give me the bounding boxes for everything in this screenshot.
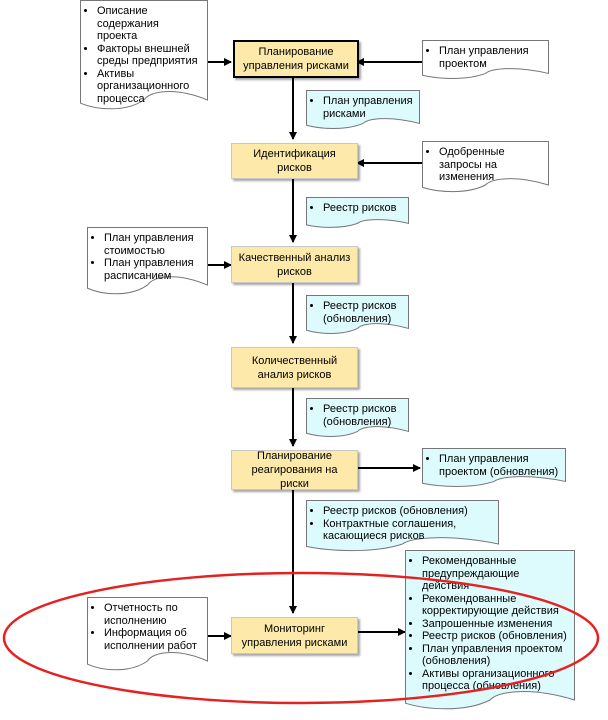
document-item: План управления стоимостью	[104, 232, 202, 257]
document-shape	[306, 197, 409, 228]
process-plan-risk-management: Планирование управления рисками	[233, 40, 359, 78]
doc-plan-inputs-left: Описание содержания проектаФакторы внешн…	[80, 0, 208, 110]
process-identify-risks: Идентификация рисков	[231, 143, 358, 179]
doc-monitor-outputs-right: Рекомендованные предупреждающие действия…	[405, 550, 575, 710]
document-item: Отчетность по исполнению	[104, 602, 202, 627]
document-item: Одобренные запросы на изменения	[439, 146, 543, 184]
document-item: Факторы внешней среды предприятия	[97, 43, 202, 68]
doc-qualitative-inputs-left: План управления стоимостьюПлан управлени…	[87, 227, 208, 295]
document-item: Рекомендованные корректирующие действия	[422, 593, 569, 618]
document-item: Активы организационного процесса	[97, 68, 202, 106]
doc-identify-input-right: Одобренные запросы на изменения	[422, 141, 549, 193]
doc-response-output: Реестр рисков (обновления)Контрактные со…	[306, 500, 499, 552]
document-shape	[422, 40, 549, 79]
document-item: Реестр рисков	[323, 202, 403, 215]
doc-monitor-inputs-left: Отчетность по исполнениюИнформация об ис…	[87, 597, 208, 671]
process-quantitative-analysis: Количественный анализ рисков	[231, 347, 358, 388]
document-item-list: План управления стоимостьюПлан управлени…	[87, 227, 208, 282]
document-shape	[306, 90, 420, 129]
document-item: Описание содержания проекта	[97, 5, 202, 43]
document-shape	[306, 398, 409, 437]
document-item: Контрактные соглашения, касающиеся риско…	[323, 518, 493, 543]
document-shape	[422, 141, 549, 193]
doc-plan-output: План управления рисками	[306, 90, 420, 129]
doc-identify-output: Реестр рисков	[306, 197, 409, 228]
document-item: Реестр рисков (обновления)	[422, 630, 569, 643]
process-response-planning: Планирование реагирования на риски	[231, 450, 358, 490]
document-item: Активы организационного процесса (обновл…	[422, 668, 569, 693]
document-item-list: Одобренные запросы на изменения	[422, 141, 549, 184]
document-shape	[422, 448, 566, 487]
document-item: План управления расписанием	[104, 257, 202, 282]
doc-quantitative-output: Реестр рисков (обновления)	[306, 398, 409, 437]
document-shape	[306, 295, 409, 334]
document-item: Запрошенные изменения	[422, 618, 569, 631]
document-item: План управления проектом (обновления)	[422, 643, 569, 668]
document-item-list: План управления проектом	[422, 40, 549, 70]
document-item-list: Реестр рисков (обновления)	[306, 398, 409, 428]
document-item-list: Реестр рисков (обновления)Контрактные со…	[306, 500, 499, 543]
document-item-list: Рекомендованные предупреждающие действия…	[405, 550, 575, 693]
document-item: План управления проектом (обновления)	[439, 453, 560, 478]
document-shape	[306, 500, 499, 552]
document-item: Рекомендованные предупреждающие действия	[422, 555, 569, 593]
doc-response-output-right: План управления проектом (обновления)	[422, 448, 566, 487]
document-item-list: План управления рисками	[306, 90, 420, 120]
process-qualitative-analysis: Качественный анализ рисков	[231, 246, 358, 283]
document-item: Реестр рисков (обновления)	[323, 300, 403, 325]
document-item-list: План управления проектом (обновления)	[422, 448, 566, 478]
document-item-list: Отчетность по исполнениюИнформация об ис…	[87, 597, 208, 652]
document-item: Реестр рисков (обновления)	[323, 403, 403, 428]
document-item-list: Реестр рисков	[306, 197, 409, 215]
process-monitor-risks: Мониторинг управления рисками	[231, 617, 358, 654]
document-item-list: Описание содержания проектаФакторы внешн…	[80, 0, 208, 105]
document-item-list: Реестр рисков (обновления)	[306, 295, 409, 325]
document-item: Реестр рисков (обновления)	[323, 505, 493, 518]
document-shape	[80, 0, 208, 110]
document-shape	[87, 227, 208, 295]
document-item: План управления проектом	[439, 45, 543, 70]
document-item: Информация об исполнении работ	[104, 627, 202, 652]
doc-plan-input-right: План управления проектом	[422, 40, 549, 79]
document-item: План управления рисками	[323, 95, 414, 120]
doc-qualitative-output: Реестр рисков (обновления)	[306, 295, 409, 334]
